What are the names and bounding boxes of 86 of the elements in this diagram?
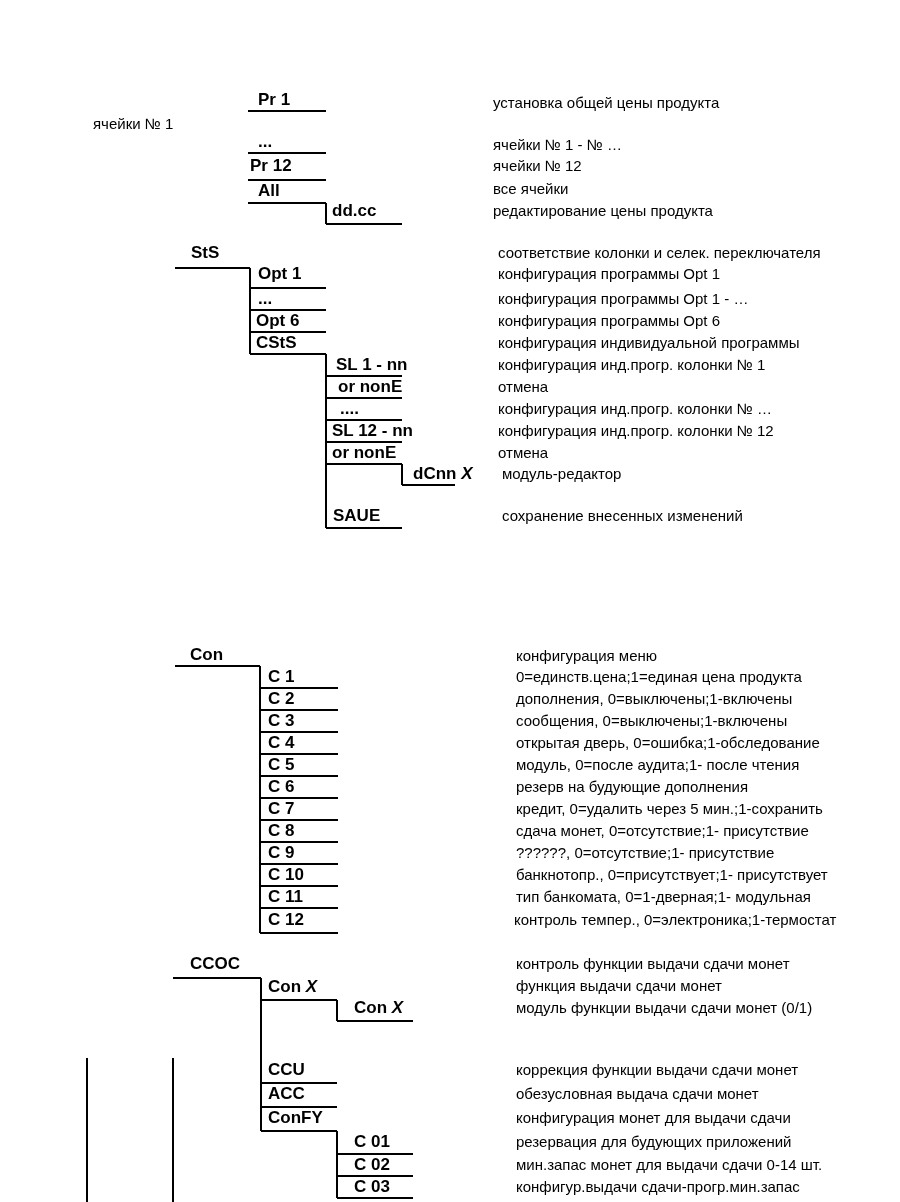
description-text: конфигурация индивидуальной программы	[498, 334, 800, 352]
tree-connector	[401, 463, 403, 486]
description-text: ??????, 0=отсутствие;1- присутствие	[516, 844, 775, 862]
description-text: резерв на будующие дополнения	[516, 778, 749, 796]
description-text: тип банкомата, 0=1-дверная;1- модульная	[516, 888, 811, 906]
description-text: конфигурация инд.прогр. колонки № 1	[498, 356, 766, 374]
description-text: модуль, 0=после аудита;1- после чтения	[516, 756, 800, 774]
description-text: конфигурация программы Opt 6	[498, 312, 721, 330]
menu-item: Con	[175, 646, 260, 667]
tree-connector	[325, 353, 327, 529]
menu-item: C 2	[260, 690, 338, 711]
description-text: контроль темпер., 0=электроника;1-термостат	[514, 911, 837, 929]
description-text: конфигурация меню	[516, 647, 657, 665]
description-text: контроль функции выдачи сдачи монет	[516, 955, 790, 973]
description-text: ячейки № 1 - № …	[493, 136, 622, 154]
tree-connector	[325, 202, 327, 225]
menu-item: ....	[326, 400, 402, 421]
description-text: сохранение внесенных изменений	[502, 507, 743, 525]
description-text: конфигурация инд.прогр. колонки № …	[498, 400, 773, 418]
menu-item: CCOC	[173, 955, 261, 979]
description-text: сдача монет, 0=отсутствие;1- присутствие	[516, 822, 809, 840]
description-text: открытая дверь, 0=ошибка;1-обследование	[516, 734, 820, 752]
description-text: конфигурация программы Opt 1	[498, 265, 721, 283]
menu-item: C 7	[260, 800, 338, 821]
menu-item: StS	[175, 244, 250, 269]
menu-item: Con X	[261, 978, 337, 1001]
menu-item: C 02	[337, 1156, 413, 1177]
description-text: все ячейки	[493, 180, 569, 198]
menu-item: or nonE	[326, 378, 403, 399]
menu-item: CCU	[261, 1061, 337, 1084]
menu-item: C 3	[260, 712, 338, 733]
tree-connector	[336, 999, 338, 1022]
menu-item: All	[248, 182, 326, 204]
description-text: модуль функции выдачи сдачи монет (0/1)	[516, 999, 813, 1017]
menu-item: C 9	[260, 844, 338, 865]
description-text: дополнения, 0=выключены;1-включены	[516, 690, 793, 708]
menu-item: C 8	[260, 822, 338, 843]
menu-item: C 5	[260, 756, 338, 777]
menu-item: C 1	[260, 668, 338, 689]
menu-item: C 12	[260, 911, 338, 934]
menu-item: C 6	[260, 778, 338, 799]
description-text: резервация для будующих приложений	[516, 1133, 792, 1151]
menu-item: ...	[250, 290, 326, 311]
tree-connector	[260, 977, 262, 1132]
description-text: отмена	[498, 444, 549, 462]
menu-item: Pr 12	[248, 157, 326, 181]
menu-item: C 03	[337, 1178, 413, 1199]
menu-item: Con X	[337, 999, 413, 1022]
description-text: 0=единств.цена;1=единая цена продукта	[516, 668, 802, 686]
description-text: кредит, 0=удалить через 5 мин.;1-сохранить	[516, 800, 823, 818]
description-text: ячейки № 1	[93, 115, 174, 133]
description-text: отмена	[498, 378, 549, 396]
menu-item: Pr 1	[248, 91, 326, 112]
description-text: ячейки № 12	[493, 157, 582, 175]
description-text: мин.запас монет для выдачи сдачи 0-14 шт.	[516, 1156, 823, 1174]
menu-item: dCnn X	[402, 465, 473, 486]
description-text: обезусловная выдача сдачи монет	[516, 1085, 759, 1103]
menu-item: SAUE	[326, 507, 402, 529]
menu-item: CStS	[250, 334, 326, 355]
menu-item: Opt 1	[250, 265, 326, 289]
description-text: функция выдачи сдачи монет	[516, 977, 722, 995]
description-text: редактирование цены продукта	[493, 202, 713, 220]
menu-item: ...	[248, 133, 326, 154]
description-text: конфигурация программы Opt 1 - …	[498, 290, 749, 308]
description-text: модуль-редактор	[502, 465, 622, 483]
menu-item: C 11	[260, 888, 338, 909]
menu-item: C 01	[337, 1133, 413, 1155]
description-text: коррекция функции выдачи сдачи монет	[516, 1061, 799, 1079]
menu-item: C 4	[260, 734, 338, 755]
menu-item: SL 1 - nn	[326, 356, 408, 377]
description-text: конфигур.выдачи сдачи-прогр.мин.запас	[516, 1178, 800, 1196]
menu-item: ConFY	[261, 1109, 337, 1132]
description-text: сообщения, 0=выключены;1-включены	[516, 712, 788, 730]
description-text: установка общей цены продукта	[493, 94, 720, 112]
description-text: конфигурация монет для выдачи сдачи	[516, 1109, 791, 1127]
tree-connector	[249, 267, 251, 355]
menu-item: dd.cc	[326, 202, 402, 225]
menu-item: or nonE	[326, 444, 402, 465]
description-text: банкнотопр., 0=присутствует;1- присутствует	[516, 866, 828, 884]
menu-item: ACC	[261, 1085, 337, 1108]
menu-item: Opt 6	[250, 312, 326, 333]
menu-item: C 10	[260, 866, 338, 887]
tree-connector	[336, 1130, 338, 1199]
description-text: соответствие колонки и селек. переключателя	[498, 244, 821, 262]
menu-item: SL 12 - nn	[326, 422, 413, 443]
description-text: конфигурация инд.прогр. колонки № 12	[498, 422, 774, 440]
